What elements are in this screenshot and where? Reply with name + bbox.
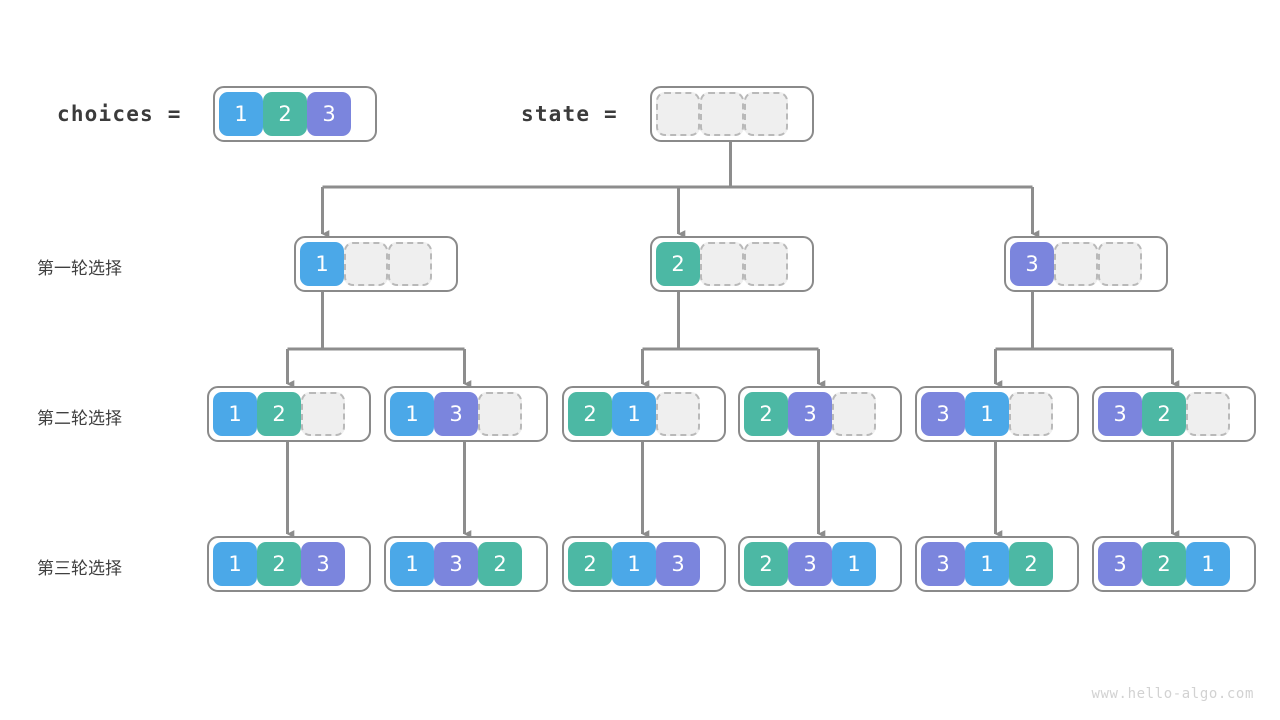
array-cell: 1 xyxy=(612,542,656,586)
array-cell: 1 xyxy=(213,542,257,586)
array-cell-empty xyxy=(744,92,788,136)
array-cell: 2 xyxy=(568,542,612,586)
array-cell-empty xyxy=(832,392,876,436)
array-cell-empty xyxy=(744,242,788,286)
array-cell: 2 xyxy=(744,392,788,436)
array-cell-empty xyxy=(1054,242,1098,286)
watermark: www.hello-algo.com xyxy=(1091,686,1254,702)
array-cell: 2 xyxy=(1142,542,1186,586)
array-cell: 3 xyxy=(307,92,351,136)
array-cell-empty xyxy=(1098,242,1142,286)
array-cell: 1 xyxy=(219,92,263,136)
array-cell-empty xyxy=(700,92,744,136)
array-cell: 2 xyxy=(656,242,700,286)
array-cell: 3 xyxy=(656,542,700,586)
array-cell: 1 xyxy=(1186,542,1230,586)
array-cell: 2 xyxy=(1009,542,1053,586)
array-cell: 1 xyxy=(390,542,434,586)
array-cell: 3 xyxy=(434,542,478,586)
state-label: state = xyxy=(521,102,618,126)
tree-node-array: 2 xyxy=(650,236,814,292)
array-cell-empty xyxy=(656,92,700,136)
tree-node-array: 3 xyxy=(1004,236,1168,292)
array-cell: 2 xyxy=(478,542,522,586)
array-cell: 2 xyxy=(568,392,612,436)
array-cell: 1 xyxy=(300,242,344,286)
array-cell: 1 xyxy=(390,392,434,436)
array-cell-empty xyxy=(1009,392,1053,436)
array-cell: 1 xyxy=(965,392,1009,436)
array-cell: 3 xyxy=(788,392,832,436)
state-array xyxy=(650,86,814,142)
array-cell: 1 xyxy=(612,392,656,436)
array-cell: 2 xyxy=(263,92,307,136)
array-cell: 3 xyxy=(434,392,478,436)
row-label-round-1: 第一轮选择 xyxy=(37,259,122,279)
array-cell-empty xyxy=(656,392,700,436)
array-cell: 3 xyxy=(921,542,965,586)
row-label-round-3: 第三轮选择 xyxy=(37,559,122,579)
array-cell: 1 xyxy=(965,542,1009,586)
array-cell-empty xyxy=(700,242,744,286)
row-label-round-2: 第二轮选择 xyxy=(37,409,122,429)
array-cell: 3 xyxy=(788,542,832,586)
array-cell: 3 xyxy=(921,392,965,436)
array-cell: 2 xyxy=(744,542,788,586)
array-cell-empty xyxy=(344,242,388,286)
array-cell: 3 xyxy=(1098,392,1142,436)
choices-label: choices = xyxy=(57,102,182,126)
array-cell-empty xyxy=(478,392,522,436)
array-cell: 2 xyxy=(1142,392,1186,436)
array-cell: 1 xyxy=(213,392,257,436)
array-cell: 3 xyxy=(301,542,345,586)
array-cell-empty xyxy=(388,242,432,286)
tree-node-array: 1 xyxy=(294,236,458,292)
array-cell: 2 xyxy=(257,392,301,436)
array-cell: 3 xyxy=(1098,542,1142,586)
array-cell: 1 xyxy=(832,542,876,586)
array-cell: 2 xyxy=(257,542,301,586)
array-cell-empty xyxy=(301,392,345,436)
array-cell-empty xyxy=(1186,392,1230,436)
array-cell: 3 xyxy=(1010,242,1054,286)
